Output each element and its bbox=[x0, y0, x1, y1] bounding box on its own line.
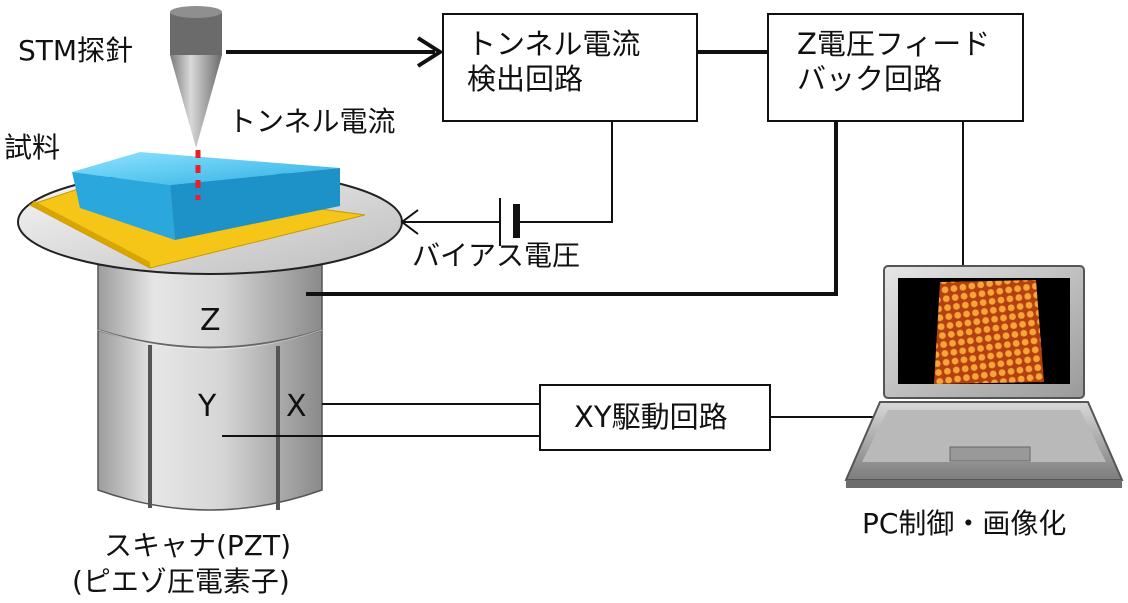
bias-arrow-head bbox=[400, 209, 419, 235]
bias-line bbox=[520, 121, 613, 223]
z-feedback-line1: Z電圧フィード bbox=[797, 27, 991, 61]
tunnel-detect-line2: 検出回路 bbox=[467, 62, 584, 97]
z-feedback-box bbox=[767, 13, 1024, 122]
tunnel-current-label: トンネル電流 bbox=[228, 105, 396, 138]
z-feedback-line bbox=[306, 121, 838, 296]
probe-arrow-head bbox=[416, 36, 444, 68]
stm-tip bbox=[170, 6, 222, 148]
tunnel-detect-box bbox=[442, 13, 698, 122]
xy-drive-box bbox=[539, 384, 771, 451]
xy-drive-box-label: XY駆動回路 bbox=[574, 400, 728, 434]
bias-voltage-label: バイアス電圧 bbox=[412, 239, 581, 272]
sample-block bbox=[28, 152, 366, 269]
tunnel-detect-box-label: トンネル電流 検出回路 bbox=[467, 27, 640, 98]
scanner-label-line1: スキャナ(PZT) bbox=[104, 529, 292, 562]
scanner-label-line2: (ピエゾ圧電素子) bbox=[72, 565, 290, 598]
z-feedback-line2: バック回路 bbox=[797, 62, 943, 97]
laptop-icon bbox=[844, 265, 1124, 488]
stm-probe-label: STM探針 bbox=[18, 34, 134, 67]
battery-thick-plate bbox=[513, 204, 520, 238]
scanner-cylinder bbox=[97, 264, 323, 511]
tunnel-detect-line1: トンネル電流 bbox=[467, 27, 641, 61]
sample-label: 試料 bbox=[4, 131, 61, 164]
y-axis-label: Y bbox=[198, 389, 217, 424]
pc-control-label: PC制御・画像化 bbox=[862, 507, 1067, 540]
z-feedback-box-label: Z電圧フィード バック回路 bbox=[797, 27, 990, 98]
z-axis-label: Z bbox=[200, 303, 221, 338]
x-axis-label: X bbox=[286, 389, 307, 424]
